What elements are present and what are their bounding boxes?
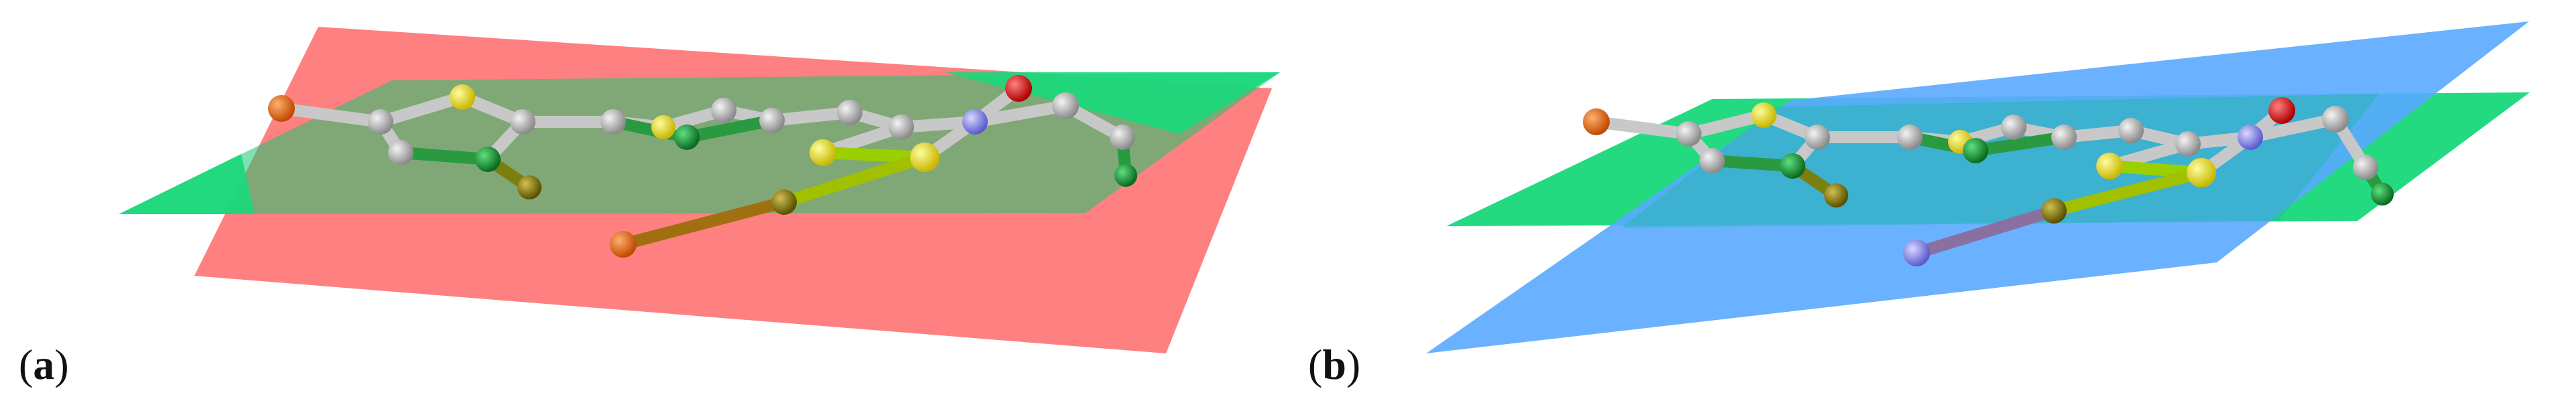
atom [1005, 75, 1032, 102]
atom [600, 109, 626, 135]
atom [1676, 121, 1701, 147]
atom [2041, 198, 2067, 224]
atom [1583, 108, 1610, 135]
atom [2268, 97, 2295, 124]
atom [388, 140, 413, 165]
atom [1699, 148, 1725, 173]
atom [510, 109, 535, 135]
atom [837, 100, 862, 125]
atom [610, 231, 637, 258]
atom [910, 143, 940, 172]
atom [889, 114, 914, 140]
atom [1780, 153, 1805, 179]
atom [2051, 125, 2077, 150]
atom [475, 147, 501, 172]
atom [517, 175, 541, 199]
atom [962, 109, 988, 135]
atom [1824, 183, 1848, 208]
atom [2118, 118, 2144, 143]
atom [1805, 125, 1830, 150]
atom [2096, 153, 2123, 179]
plane-green-left-edge [119, 154, 255, 214]
atom [651, 115, 675, 139]
atom [2238, 125, 2263, 150]
atom [711, 98, 736, 123]
atom [759, 108, 785, 133]
panel-a [119, 27, 1280, 353]
plane-blue [1426, 21, 2529, 353]
atom [1751, 102, 1777, 128]
molecule-b-atoms [1583, 97, 2394, 266]
atom [1963, 138, 1988, 163]
atom [1903, 240, 1930, 266]
atom [810, 139, 836, 166]
atom [1110, 125, 1135, 150]
panel-b [1426, 21, 2530, 353]
atom [268, 95, 295, 122]
atom [2353, 155, 2378, 180]
atom [674, 125, 700, 150]
atom [2001, 114, 2026, 140]
panel-label-a: (a) [19, 341, 69, 388]
atom [1114, 164, 1137, 187]
atom [771, 189, 797, 215]
atom [368, 109, 393, 135]
atom [2371, 183, 2394, 205]
molecule-a-atoms [268, 75, 1137, 258]
panel-label-b: (b) [1308, 341, 1361, 388]
atom [1052, 92, 1079, 119]
atom [450, 84, 475, 110]
atom [2322, 106, 2349, 133]
atom [1897, 125, 1923, 150]
atom [2175, 131, 2201, 157]
atom [2187, 158, 2216, 187]
